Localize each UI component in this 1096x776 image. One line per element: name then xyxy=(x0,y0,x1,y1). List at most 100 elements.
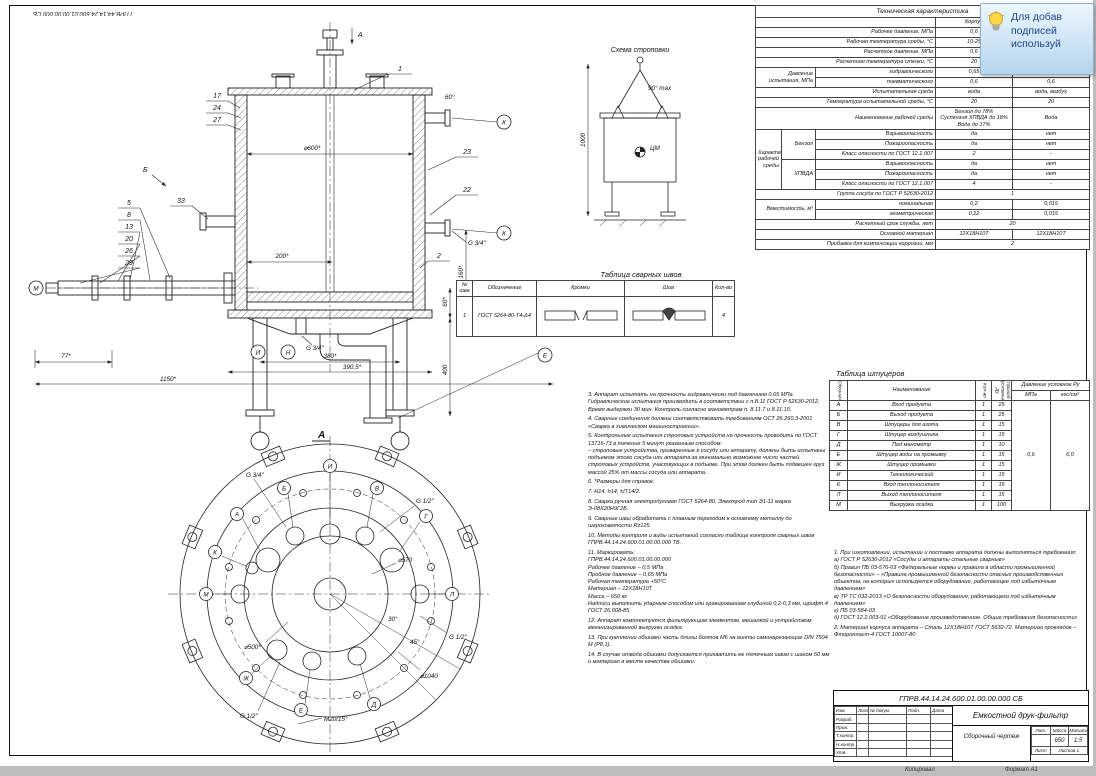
table-cell: номинальная xyxy=(815,198,936,210)
table-cell: Ж xyxy=(829,460,848,471)
weld-row-num: 1 xyxy=(456,295,473,337)
table-cell: 12Х18Н10Т xyxy=(1011,228,1091,240)
table-cell: Обозначение xyxy=(829,380,848,401)
note-item: 4. Сварные соединения должны соответство… xyxy=(588,416,813,430)
tooltip-line: используй xyxy=(1011,38,1061,51)
table-cell: 2 xyxy=(935,148,1013,160)
table-cell xyxy=(755,17,936,28)
dim-label: 60° xyxy=(445,93,455,101)
table-cell: Выгрузка осадка xyxy=(847,500,976,511)
title-block-designation: ГПРВ.44.14.24.600.01.00.00.000 СБ xyxy=(834,691,1088,706)
table-cell xyxy=(930,714,953,724)
table-cell: Штуцер промывки xyxy=(847,460,976,471)
weld-row-designation: ГОСТ 5264-80-Т4-Δ4 xyxy=(472,295,537,337)
table-cell: нет xyxy=(1011,158,1091,170)
table-cell xyxy=(906,722,931,733)
svg-text:27: 27 xyxy=(212,117,222,124)
table-cell: 1 xyxy=(975,470,992,481)
balloon: 2 xyxy=(419,253,450,269)
note-item: 6. *Размеры для справок. xyxy=(588,479,655,486)
table-cell: 20 xyxy=(1011,97,1091,108)
table-cell: 0,015 xyxy=(1011,198,1091,210)
table-cell: Основной материал xyxy=(755,228,936,240)
support-leg xyxy=(252,317,268,411)
section-label: Б xyxy=(143,167,148,174)
table-cell: Л xyxy=(829,490,848,501)
table-cell: да xyxy=(935,168,1013,180)
title-block-right: Емкостной друк-фильтр Сборочный чертеж Л… xyxy=(952,706,1089,762)
balloon: 17 xyxy=(206,93,241,109)
weld-row-qty: 4 xyxy=(712,295,735,337)
balloon: 24 xyxy=(206,105,242,119)
note-item: 11. Маркировать: ГПРВ.44.14.24.600.01.00… xyxy=(588,550,828,615)
table-row: Разраб. xyxy=(834,714,953,724)
svg-text:17: 17 xyxy=(213,93,222,100)
table-cell xyxy=(906,714,931,724)
table-cell: 6,0 xyxy=(1049,400,1091,511)
hint-tooltip[interactable]: Для добав подписей используй xyxy=(980,3,1094,75)
table-cell: 15 xyxy=(991,490,1012,501)
table-cell: - xyxy=(1011,178,1091,190)
svg-text:33: 33 xyxy=(177,198,185,205)
table-cell xyxy=(868,747,907,758)
table-row: Изм.Лист№ докум.Подп.Дата xyxy=(834,705,953,716)
document-type: Сборочный чертеж xyxy=(953,726,1031,762)
svg-text:24: 24 xyxy=(212,105,221,112)
dim-label: 160* xyxy=(458,265,465,279)
note-item: 2. Материал корпуса аппарата – Сталь 12Х… xyxy=(834,625,1077,639)
table-cell xyxy=(868,714,907,724)
footer-format-label: Формат А1 xyxy=(1005,767,1038,773)
top-view-dimensions: G 3/4″ G 1/2″ G 1/2″ G 1/2″ ⌀570 ⌀500* ⌀… xyxy=(240,472,467,725)
table-cell: Выход теплоносителя xyxy=(847,490,976,501)
balloon: 33 xyxy=(170,198,209,220)
table-cell: В xyxy=(829,420,848,431)
thread-label: G 3/4″ xyxy=(468,240,486,247)
footer-copy-label: Копировал xyxy=(905,767,935,773)
svg-text:8: 8 xyxy=(127,212,131,219)
table-cell: 2 xyxy=(934,238,1091,250)
svg-text:13: 13 xyxy=(125,224,133,231)
table-cell: ХПВДА xyxy=(781,158,816,190)
note-item: 3. Аппарат испытать на прочность гидравл… xyxy=(588,392,820,413)
note-item: 10. Методы контроля и виды испытаний сог… xyxy=(588,533,815,547)
dim-label: 1150* xyxy=(160,376,177,383)
svg-text:26: 26 xyxy=(124,248,133,255)
thread-label: G 3/4″ xyxy=(306,345,324,352)
table-cell: Расчетный срок службы, лет xyxy=(755,218,936,230)
weld-col-edges: Кромки xyxy=(536,280,625,297)
table-cell: Температура испытательной среды, °С xyxy=(755,97,936,108)
dim-label: 1000 xyxy=(580,133,587,148)
table-cell xyxy=(906,747,931,758)
cm-label: ЦМ xyxy=(650,145,661,152)
side-pipe-assembly xyxy=(45,272,236,304)
dim-label: 380* xyxy=(324,353,338,360)
table-cell: Кол-во xyxy=(975,380,992,401)
technical-characteristics-table: Техническая характеристикаКорпусРубашкаР… xyxy=(754,5,1091,250)
filter-plate xyxy=(246,291,414,303)
table-cell: Рабочая температура среды, °С xyxy=(755,37,936,48)
table-cell xyxy=(906,731,931,741)
letter-badge: Н xyxy=(286,350,291,357)
mass-label: Масса xyxy=(1049,726,1070,735)
table-cell xyxy=(856,747,869,758)
requirements-notes: 1. При изготовлении, испытании и поставк… xyxy=(834,550,1088,688)
technical-notes: 3. Аппарат испытать на прочность гидравл… xyxy=(588,392,830,746)
table-cell: 0,015 xyxy=(1011,208,1091,220)
table-cell: Взрывоопасность xyxy=(815,128,936,140)
balloon: 29 xyxy=(79,260,141,284)
table-cell: Характеристика рабочей среды xyxy=(755,128,782,190)
letter-badge: К xyxy=(502,120,506,127)
table-cell: 15 xyxy=(991,480,1012,491)
table-cell: 1 xyxy=(975,490,992,501)
scale-value: 1:5 xyxy=(1068,734,1088,747)
balloon: 20 xyxy=(117,236,141,282)
note-item: 14. В случае отвода обшивки допускается … xyxy=(588,652,830,666)
weld-table: № шва Обозначение Кромки Шов Кол-во 1 ГО… xyxy=(456,280,735,337)
letter-badge: Ж xyxy=(242,676,250,683)
